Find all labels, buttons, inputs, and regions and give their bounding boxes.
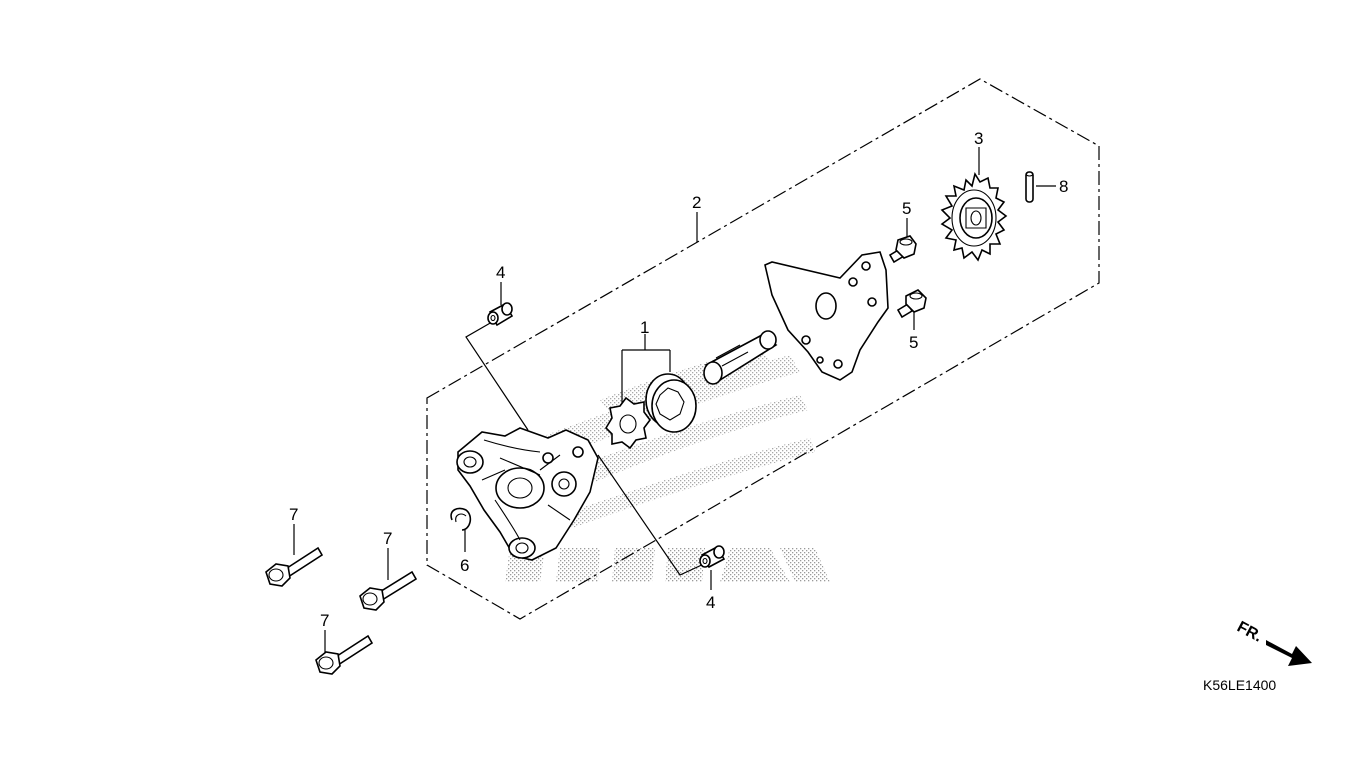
- leader-bracket-1: [621, 334, 671, 410]
- callout-5-top: 5: [902, 199, 911, 218]
- callout-2: 2: [692, 193, 701, 212]
- screw-5-bottom: [896, 289, 927, 319]
- callout-4-top: 4: [496, 263, 505, 282]
- flange-bolt-7b: [359, 570, 418, 611]
- dowel-pin: [1025, 171, 1034, 203]
- front-direction-label: FR.: [1234, 619, 1265, 646]
- pump-cover-plate: [764, 251, 889, 381]
- callout-1: 1: [640, 318, 649, 337]
- pump-shaft: [703, 330, 778, 385]
- retaining-clip: [450, 507, 472, 531]
- outer-rotor: [645, 373, 697, 433]
- callout-7-c: 7: [320, 611, 329, 630]
- callout-5-bottom: 5: [909, 333, 918, 352]
- front-direction-indicator: FR.: [1234, 619, 1312, 666]
- pump-drive-gear: [940, 171, 1008, 262]
- leader-line-4-top: [465, 282, 529, 431]
- dowel-collar-top: [487, 302, 514, 327]
- callout-7-b: 7: [383, 529, 392, 548]
- callout-7-a: 7: [289, 505, 298, 524]
- honda-text-watermark: [505, 548, 830, 582]
- oil-pump-body: [456, 427, 599, 561]
- front-direction-arrow-icon: [1266, 640, 1312, 666]
- leader-line-4-bottom: [597, 454, 712, 590]
- inner-rotor: [604, 396, 651, 450]
- callout-8: 8: [1059, 177, 1068, 196]
- callout-6: 6: [460, 556, 469, 575]
- flange-bolt-7a: [265, 546, 324, 587]
- screw-5-top: [888, 235, 917, 264]
- dowel-collar-bottom: [699, 545, 726, 569]
- callout-4-bottom: 4: [706, 593, 715, 612]
- diagram-code: K56LE1400: [1203, 677, 1276, 693]
- callout-3: 3: [974, 129, 983, 148]
- assembly-outline-part-2: [426, 78, 1100, 620]
- flange-bolt-7c: [315, 634, 374, 675]
